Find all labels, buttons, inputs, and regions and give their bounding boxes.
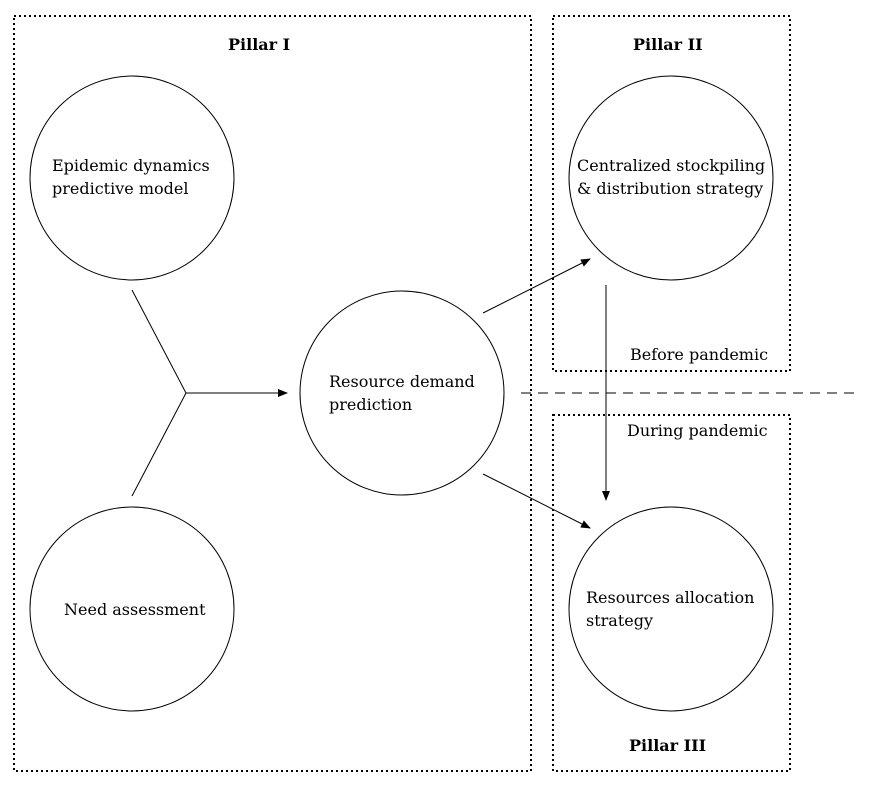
before-pandemic-label: Before pandemic xyxy=(630,345,769,364)
stockpiling-label-line-1: Centralized stockpiling xyxy=(577,156,766,175)
during-pandemic-label: During pandemic xyxy=(627,421,768,440)
need-assessment-label-line-1: Need assessment xyxy=(64,600,206,619)
allocation-label-line-1: Resources allocation xyxy=(586,588,755,607)
stockpiling-node xyxy=(568,75,774,281)
allocation-label: Resources allocation strategy xyxy=(586,586,754,632)
need-connector-line xyxy=(131,392,187,497)
need-assessment-label: Need assessment xyxy=(64,598,206,621)
stockpiling-label: Centralized stockpiling & distribution s… xyxy=(577,154,765,200)
allocation-label-line-2: strategy xyxy=(586,611,654,630)
epidemic-connector-line xyxy=(131,289,187,394)
epidemic-model-label: Epidemic dynamics predictive model xyxy=(52,154,210,200)
resource-demand-label-line-2: prediction xyxy=(329,395,413,414)
demand-to-stockpiling-arrow xyxy=(482,258,591,314)
resource-demand-node xyxy=(299,290,505,496)
epidemic-model-label-line-2: predictive model xyxy=(52,179,189,198)
pillar-2-box xyxy=(552,15,791,372)
pillar-3-title: Pillar III xyxy=(629,736,707,755)
pillar-1-title: Pillar I xyxy=(228,35,291,54)
stockpiling-label-line-2: & distribution strategy xyxy=(577,179,764,198)
allocation-node xyxy=(568,506,774,712)
pillar-3-box xyxy=(552,414,791,772)
pillar-2-title: Pillar II xyxy=(633,35,703,54)
resource-demand-label: Resource demand prediction xyxy=(329,370,475,416)
need-assessment-node xyxy=(29,506,235,712)
epidemic-model-node xyxy=(29,75,235,281)
demand-to-allocation-arrow xyxy=(482,473,591,529)
epidemic-model-label-line-1: Epidemic dynamics xyxy=(52,156,210,175)
resource-demand-label-line-1: Resource demand xyxy=(329,372,475,391)
pillar-1-box xyxy=(13,15,532,772)
